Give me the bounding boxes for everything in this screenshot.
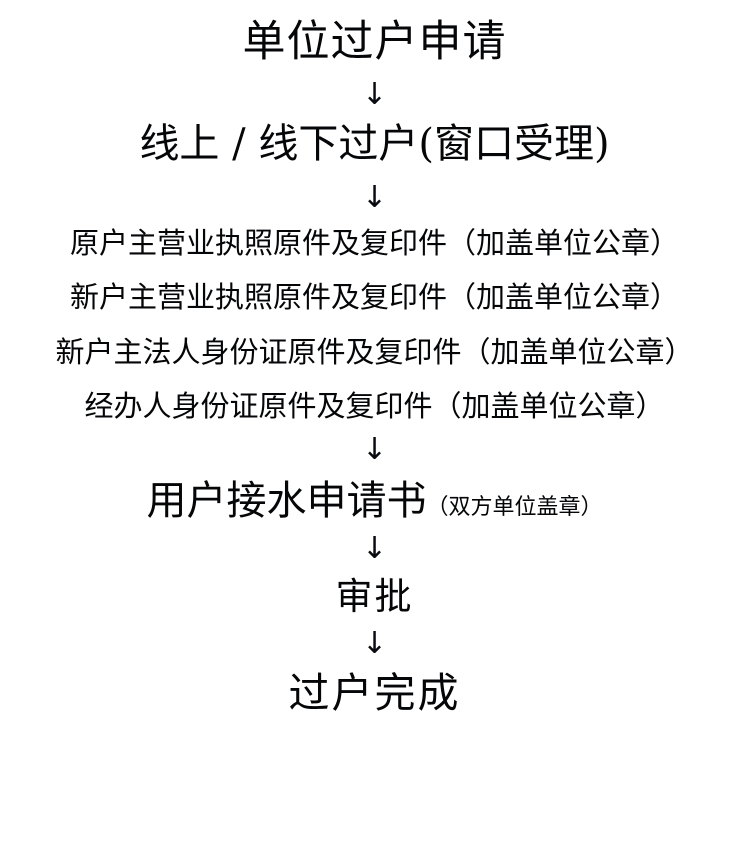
- list-item: 原户主营业执照原件及复印件（加盖单位公章）: [69, 225, 679, 260]
- flow-node-completion: 过户完成: [288, 669, 461, 718]
- flow-node-title: 单位过户申请: [242, 17, 507, 67]
- list-item: 新户主法人身份证原件及复印件（加盖单位公章）: [55, 334, 694, 369]
- arrow-down-icon-3: ↓: [361, 431, 388, 467]
- flow-node-channel: 线上 / 线下过户(窗口受理): [139, 121, 610, 168]
- arrow-down-icon-5: ↓: [361, 626, 388, 662]
- list-item: 新户主营业执照原件及复印件（加盖单位公章）: [69, 280, 679, 315]
- arrow-down-icon-1: ↓: [361, 77, 388, 113]
- list-item: 经办人身份证原件及复印件（加盖单位公章）: [84, 389, 665, 424]
- arrow-down-icon-2: ↓: [361, 179, 388, 215]
- arrow-down-icon-4: ↓: [361, 530, 388, 566]
- form-label: 用户接水申请书: [146, 477, 427, 524]
- form-note: （双方单位盖章）: [426, 494, 603, 520]
- required-documents-list: 原户主营业执照原件及复印件（加盖单位公章） 新户主营业执照原件及复印件（加盖单位…: [55, 225, 694, 424]
- flow-node-approval: 审批: [335, 574, 414, 618]
- flow-node-water-application: 用户接水申请书 （双方单位盖章）: [146, 479, 602, 524]
